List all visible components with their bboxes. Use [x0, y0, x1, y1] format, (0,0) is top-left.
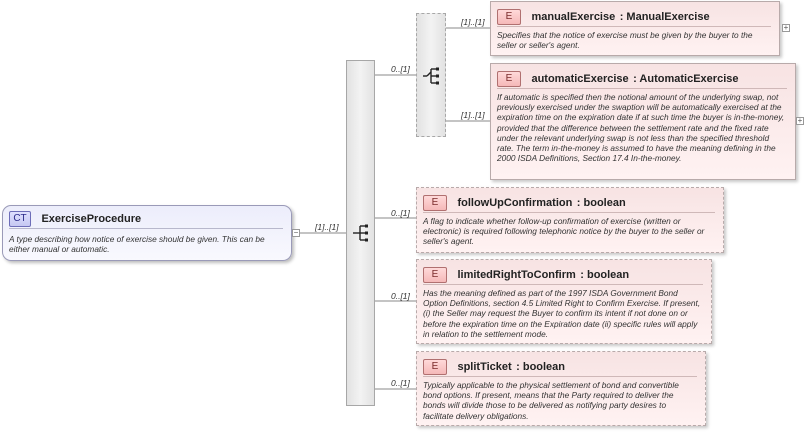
element-type: : AutomaticExercise	[633, 72, 739, 85]
sequence-icon	[353, 224, 368, 242]
limited-right-cardinality: 0..[1]	[391, 291, 410, 301]
element-type: : ManualExercise	[619, 10, 710, 23]
element-limited-right-to-confirm[interactable]: E limitedRightToConfirm : boolean Has th…	[416, 259, 712, 344]
sequence-cardinality: [1]..[1]	[315, 222, 339, 232]
element-badge: E	[497, 70, 521, 87]
element-name: manualExercise	[531, 10, 616, 23]
sequence-compositor[interactable]	[346, 60, 375, 406]
manual-exercise-cardinality: [1]..[1]	[461, 17, 485, 27]
element-type: : boolean	[516, 360, 566, 373]
element-split-ticket[interactable]: E splitTicket : boolean Typically applic…	[416, 351, 706, 426]
element-doc: If automatic is specified then the notio…	[497, 92, 785, 164]
element-doc: Has the meaning defined as part of the 1…	[423, 288, 701, 339]
complex-type-doc: A type describing how notice of exercise…	[9, 234, 265, 255]
element-header: E followUpConfirmation : boolean	[423, 194, 715, 213]
element-name: automaticExercise	[531, 72, 629, 85]
element-header: E automaticExercise : AutomaticExercise	[497, 70, 787, 89]
element-header: E splitTicket : boolean	[423, 358, 697, 377]
element-doc: Typically applicable to the physical set…	[423, 380, 679, 421]
complex-type-box[interactable]: CT ExerciseProcedure A type describing h…	[2, 205, 292, 261]
element-badge: E	[497, 8, 521, 25]
complex-type-badge: CT	[9, 210, 31, 227]
choice-icon	[423, 67, 439, 85]
complex-type-name: ExerciseProcedure	[41, 212, 142, 225]
element-header: E limitedRightToConfirm : boolean	[423, 266, 703, 285]
complex-type-header: CT ExerciseProcedure	[9, 210, 283, 229]
element-type: : boolean	[580, 268, 630, 281]
element-follow-up-confirmation[interactable]: E followUpConfirmation : boolean A flag …	[416, 187, 724, 253]
element-header: E manualExercise : ManualExercise	[497, 8, 771, 27]
automatic-exercise-cardinality: [1]..[1]	[461, 110, 485, 120]
choice-cardinality: 0..[1]	[391, 64, 410, 74]
collapse-icon[interactable]: −	[292, 228, 300, 237]
element-badge: E	[423, 194, 447, 211]
element-name: followUpConfirmation	[457, 196, 573, 209]
element-automatic-exercise[interactable]: E automaticExercise : AutomaticExercise …	[490, 63, 796, 180]
element-doc: A flag to indicate whether follow-up con…	[423, 216, 705, 247]
element-manual-exercise[interactable]: E manualExercise : ManualExercise Specif…	[490, 1, 780, 56]
expand-icon[interactable]: +	[796, 116, 804, 125]
follow-up-cardinality: 0..[1]	[391, 208, 410, 218]
element-name: splitTicket	[457, 360, 512, 373]
choice-compositor[interactable]	[416, 13, 446, 137]
split-ticket-cardinality: 0..[1]	[391, 378, 410, 388]
element-doc: Specifies that the notice of exercise mu…	[497, 30, 753, 51]
element-badge: E	[423, 358, 447, 375]
element-name: limitedRightToConfirm	[457, 268, 576, 281]
expand-icon[interactable]: +	[782, 23, 790, 32]
element-type: : boolean	[576, 196, 626, 209]
element-badge: E	[423, 266, 447, 283]
